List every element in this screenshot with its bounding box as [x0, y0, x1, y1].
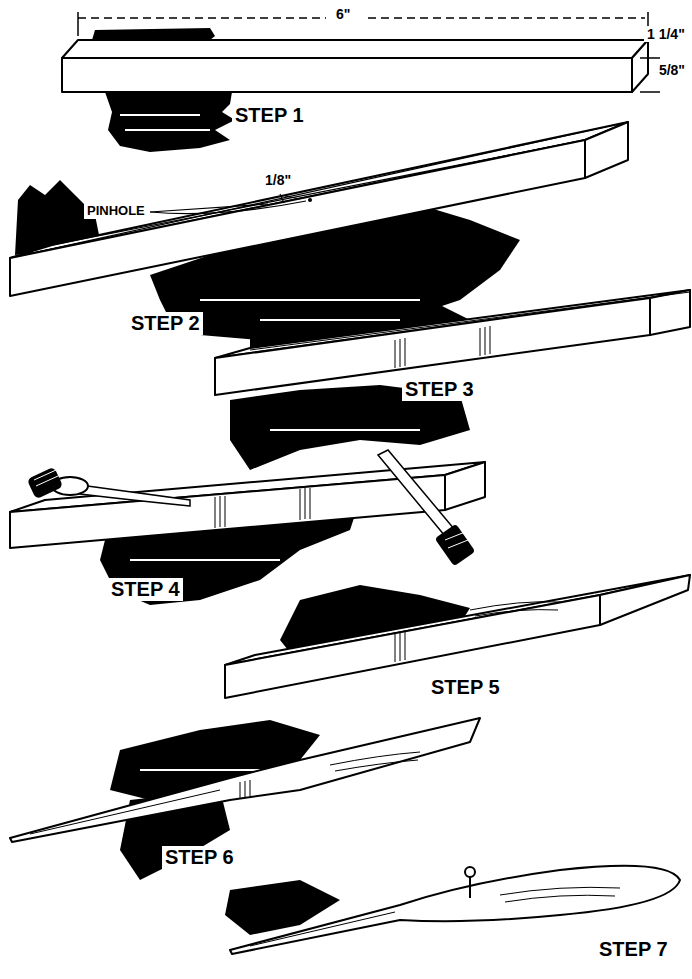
hub-shading — [250, 292, 690, 368]
leader-lines — [150, 194, 306, 214]
step-label: STEP 3 — [402, 378, 477, 401]
block-being-rasped — [10, 462, 485, 548]
step-label: STEP 2 — [128, 312, 203, 335]
carving-marks — [30, 752, 420, 834]
carving-marks — [395, 602, 560, 662]
step-label: STEP 7 — [596, 938, 671, 961]
rasp-right — [378, 450, 475, 566]
rasp-left — [27, 467, 190, 506]
shaped-blade — [225, 575, 690, 698]
dimension-label: 1 1/4" — [644, 26, 688, 42]
hub-shading — [215, 488, 310, 528]
marked-block — [10, 122, 628, 296]
diagonal-marks — [10, 122, 628, 258]
blade-contours — [250, 887, 620, 946]
step-label: STEP 6 — [162, 846, 237, 869]
half-carved-propeller — [10, 718, 480, 842]
step-label: STEP 1 — [232, 104, 307, 127]
step-label: STEP 5 — [428, 676, 503, 699]
wood-block — [62, 40, 648, 92]
pinhole — [308, 198, 312, 202]
dimension-label: 6" — [333, 6, 353, 22]
hook — [465, 867, 475, 898]
dimension-lines — [78, 12, 660, 92]
dimension-label: 5/8" — [656, 62, 688, 78]
dimension-label: 1/8" — [262, 172, 294, 188]
part-label: PINHOLE — [84, 204, 148, 219]
step-label: STEP 4 — [108, 578, 183, 601]
